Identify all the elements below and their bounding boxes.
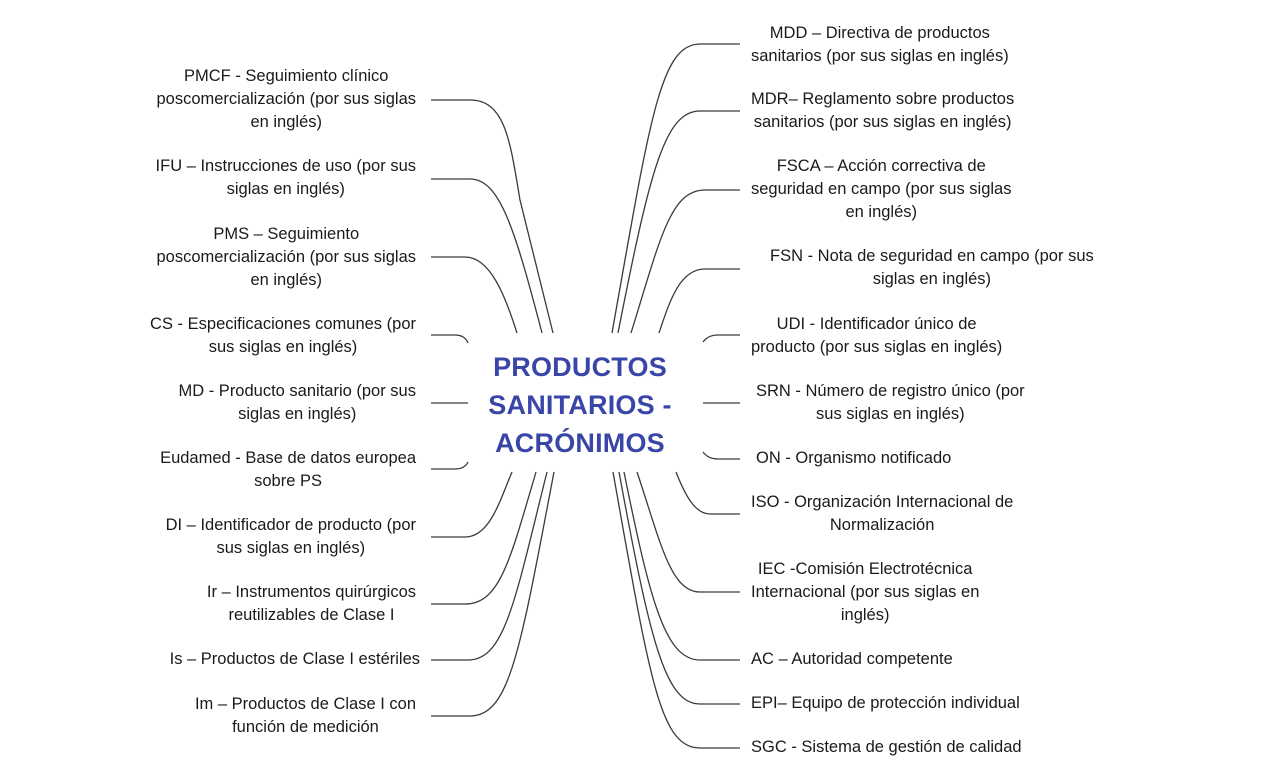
node-text: reutilizables de Clase I (228, 606, 395, 624)
node-text: poscomercialización (por sus siglas (156, 90, 416, 108)
node-text: siglas en inglés) (238, 405, 357, 423)
node-text: sus siglas en inglés) (816, 405, 965, 423)
connector-im (431, 471, 555, 717)
node-text: Eudamed - Base de datos europea (160, 449, 416, 467)
node-on: ON - Organismo notificado (756, 447, 951, 470)
node-text: siglas en inglés) (872, 270, 992, 288)
node-text: MDR– Reglamento sobre productos (751, 90, 1015, 108)
node-ac: AC – Autoridad competente (751, 648, 953, 671)
node-text: inglés) (840, 606, 890, 624)
node-text: sus siglas en inglés) (208, 338, 358, 356)
connector-iso (675, 471, 740, 515)
node-mdd: MDD – Directiva de productos sanitarios … (751, 22, 1009, 68)
node-text: en inglés) (845, 203, 918, 221)
connector-ac (623, 471, 740, 661)
node-text: SGC - Sistema de gestión de calidad (751, 738, 1022, 756)
central-topic: PRODUCTOS SANITARIOS - ACRÓNIMOS (470, 345, 690, 465)
node-md: MD - Producto sanitario (por sus siglas … (178, 380, 416, 426)
central-topic-line: ACRÓNIMOS (495, 428, 665, 458)
node-fsn: FSN - Nota de seguridad en campo (por su… (770, 245, 1094, 291)
node-text: producto (por sus siglas en inglés) (751, 338, 1003, 356)
connector-fsn (658, 268, 740, 334)
node-text: AC – Autoridad competente (751, 650, 953, 668)
node-is: Is – Productos de Clase I estériles (170, 648, 420, 671)
connector-pms (431, 256, 518, 334)
node-iso: ISO - Organización Internacional de Norm… (751, 491, 1013, 537)
node-ifu: IFU – Instrucciones de uso (por sus sigl… (156, 155, 416, 201)
connector-is (431, 471, 548, 661)
node-text: poscomercialización (por sus siglas (156, 248, 416, 266)
node-eudamed: Eudamed - Base de datos europea sobre PS (160, 447, 416, 493)
node-text: IEC -Comisión Electrotécnica (757, 560, 973, 578)
node-text: seguridad en campo (por sus siglas (751, 180, 1012, 198)
node-text: sanitarios (por sus siglas en inglés) (753, 113, 1012, 131)
central-topic-line: SANITARIOS - (488, 390, 672, 420)
node-pmcf: PMCF - Seguimiento clínico poscomerciali… (156, 65, 416, 134)
node-iec: IEC -Comisión Electrotécnica Internacion… (751, 558, 979, 627)
node-text: sus siglas en inglés) (216, 539, 366, 557)
node-text: FSN - Nota de seguridad en campo (por su… (770, 247, 1094, 265)
node-ir: Ir – Instrumentos quirúrgicos reutilizab… (207, 581, 416, 627)
node-text: FSCA – Acción correctiva de (776, 157, 986, 175)
node-text: ISO - Organización Internacional de (751, 493, 1014, 511)
connector-sgc (612, 471, 740, 749)
node-epi: EPI– Equipo de protección individual (751, 692, 1020, 715)
node-text: sobre PS (254, 472, 322, 490)
connector-udi (702, 334, 740, 343)
connector-cs (431, 334, 469, 344)
node-text: PMS – Seguimiento (213, 225, 360, 243)
node-text: CS - Especificaciones comunes (por (150, 315, 416, 333)
connector-mdd (611, 43, 740, 334)
connector-ir (431, 471, 537, 605)
node-di: DI – Identificador de producto (por sus … (166, 514, 416, 560)
node-text: IFU – Instrucciones de uso (por sus (155, 157, 416, 175)
node-text: ON - Organismo notificado (756, 449, 952, 467)
node-text: Im – Productos de Clase I con (194, 695, 416, 713)
connector-fsca (630, 189, 740, 334)
node-text: en inglés) (250, 271, 322, 289)
connector-on (702, 451, 740, 460)
node-im: Im – Productos de Clase I con función de… (195, 693, 416, 739)
connector-mdr (617, 110, 740, 334)
node-text: EPI– Equipo de protección individual (751, 694, 1020, 712)
node-cs: CS - Especificaciones comunes (por sus s… (150, 313, 416, 359)
node-text: función de medición (232, 718, 379, 736)
central-topic-line: PRODUCTOS (493, 352, 667, 382)
connector-eudamed (431, 461, 469, 470)
node-text: UDI - Identificador único de (776, 315, 977, 333)
node-text: siglas en inglés) (226, 180, 345, 198)
node-text: PMCF - Seguimiento clínico (183, 67, 389, 85)
node-text: Ir – Instrumentos quirúrgicos (206, 583, 416, 601)
node-pms: PMS – Seguimiento poscomercialización (p… (156, 223, 416, 292)
connector-iec (636, 471, 740, 593)
node-text: Is – Productos de Clase I estériles (169, 650, 420, 668)
node-text: MD - Producto sanitario (por sus (178, 382, 416, 400)
node-srn: SRN - Número de registro único (por sus … (756, 380, 1025, 426)
node-text: Normalización (829, 516, 935, 534)
node-text: Internacional (por sus siglas en (751, 583, 980, 601)
node-text: en inglés) (250, 113, 322, 131)
node-fsca: FSCA – Acción correctiva de seguridad en… (751, 155, 1011, 224)
connector-ifu (431, 178, 543, 334)
connector-epi (618, 471, 740, 705)
node-text: DI – Identificador de producto (por (165, 516, 416, 534)
connector-di (431, 471, 513, 538)
node-sgc: SGC - Sistema de gestión de calidad (751, 736, 1022, 759)
node-text: SRN - Número de registro único (por (756, 382, 1025, 400)
node-mdr: MDR– Reglamento sobre productos sanitari… (751, 88, 1014, 134)
node-udi: UDI - Identificador único de producto (p… (751, 313, 1002, 359)
node-text: MDD – Directiva de productos (769, 24, 990, 42)
connector-pmcf (431, 99, 554, 334)
node-text: sanitarios (por sus siglas en inglés) (751, 47, 1009, 65)
